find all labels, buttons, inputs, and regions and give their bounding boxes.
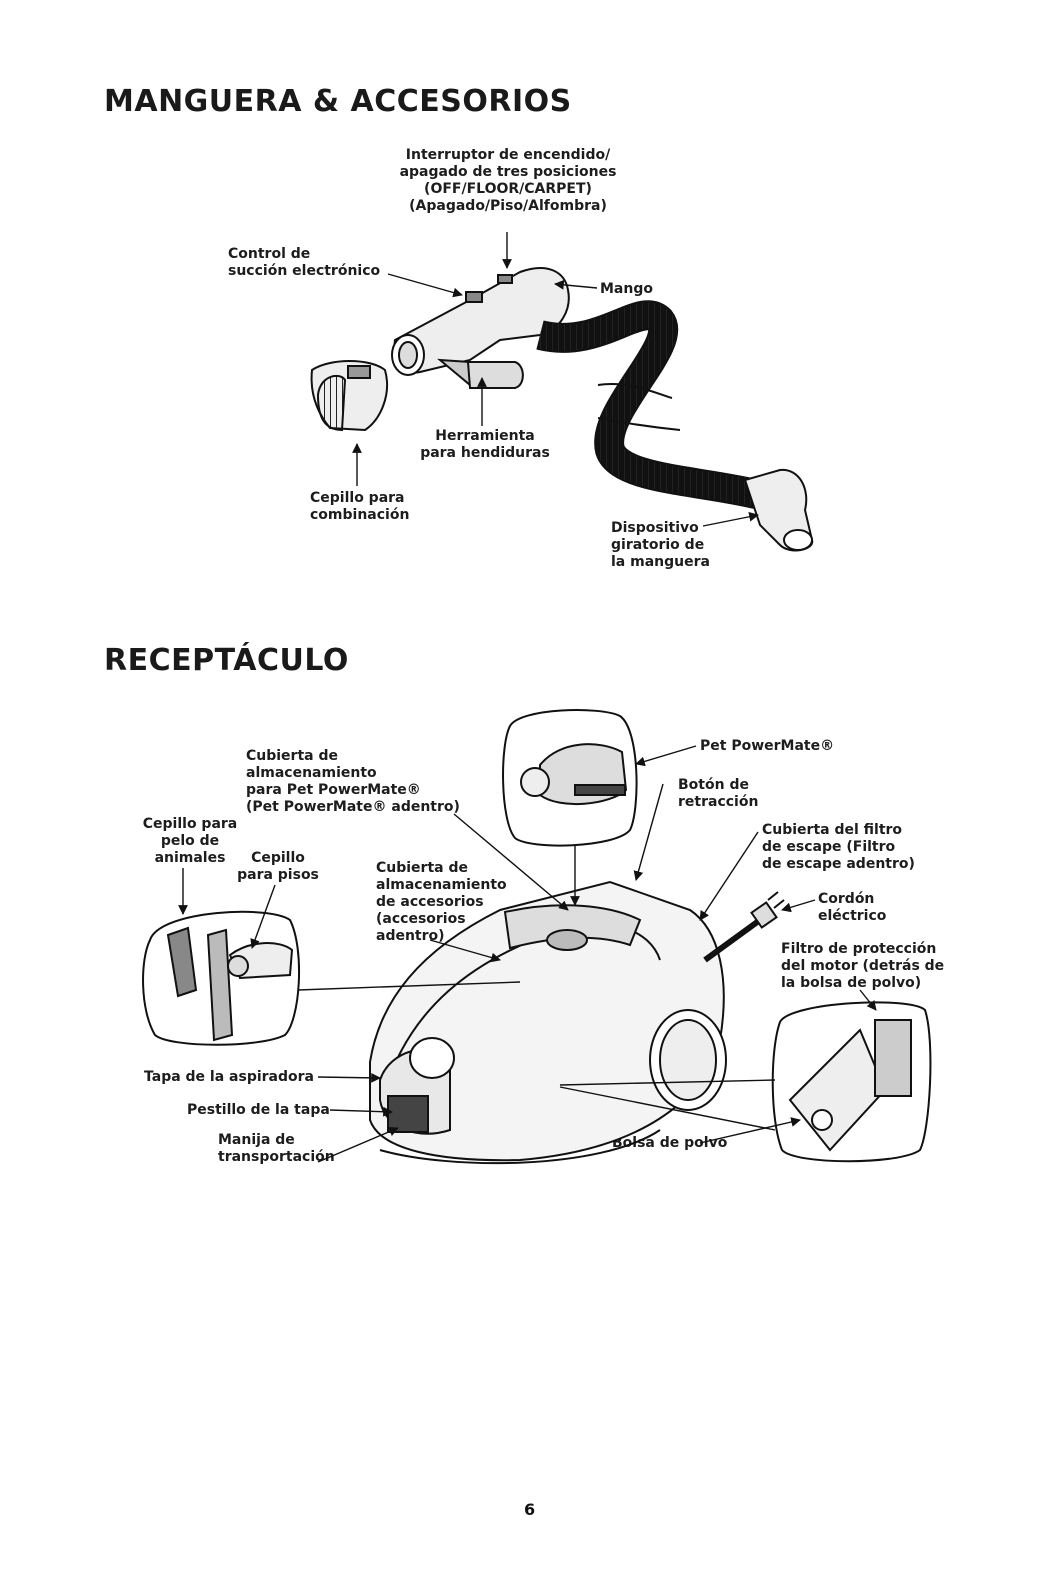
brushes-inset [142,910,301,1046]
hose-drawing [536,300,764,510]
page-number: 6 [524,1500,536,1519]
floor-brush-label: Cepillo para pisos [237,850,319,883]
switch-label: Interruptor de encendido/ apagado de tre… [399,147,617,214]
pet-hair-brush-label: Cepillo para pelo de animales [142,816,238,866]
hose-swivel-drawing [743,468,814,552]
crevice-tool-drawing [466,361,524,389]
combination-brush-label: Cepillo para combinación [310,490,410,523]
power-cord-label: Cordón eléctrico [818,891,887,924]
hose-swivel-label: Dispositivo giratorio de la manguera [611,520,710,570]
crevice-tool-label: Herramienta para hendiduras [420,428,550,461]
suction-control-label: Control de succión electrónico [228,246,381,279]
power-cord-drawing [703,891,785,963]
retraction-button-label: Botón de retracción [678,777,759,810]
combination-brush-drawing [310,360,389,432]
motor-filter-label: Filtro de protección del motor (detrás d… [781,941,945,991]
pet-powermate-label: Pet PowerMate® [700,738,835,754]
hose-leader-lines [352,232,759,527]
exhaust-filter-cover-label: Cubierta del filtro de escape (Filtro de… [762,822,915,872]
accessory-storage-label: Cubierta de almacenamiento de accesorios… [376,860,507,944]
pet-powermate-inset [502,709,638,847]
canister-drawing [369,880,727,1165]
hose-section-title: MANGUERA & ACCESORIOS [104,84,572,119]
canister-section-title: RECEPTÁCULO [104,643,349,678]
handle-label: Mango [600,281,653,297]
dust-bag-inset [771,1001,932,1163]
canister-leader-lines [178,745,877,1163]
carry-handle-label: Manija de transportación [218,1132,335,1165]
pet-storage-cover-label: Cubierta de almacenamiento para Pet Powe… [246,748,460,815]
lid-latch-label: Pestillo de la tapa [187,1102,330,1118]
canister-lid-label: Tapa de la aspiradora [144,1069,314,1085]
